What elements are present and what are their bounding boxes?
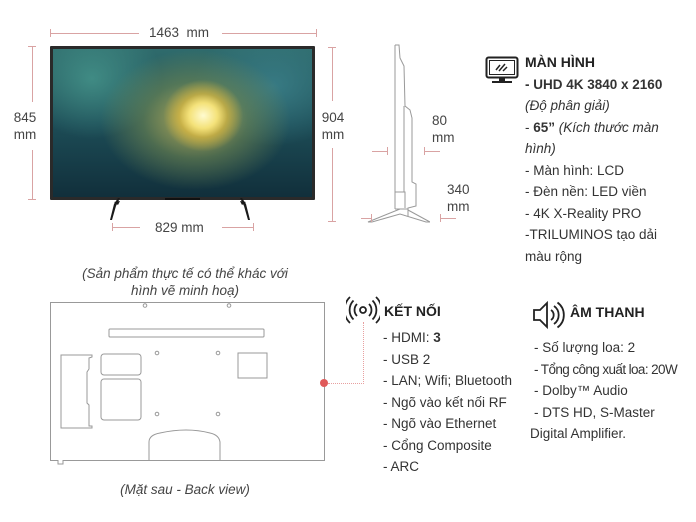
audio-item: - Tổng công xuất loa: 20W xyxy=(534,361,678,377)
connectivity-title: KẾT NỐI xyxy=(384,303,441,319)
monitor-icon xyxy=(485,56,519,83)
stand-dimension-line-left xyxy=(112,227,140,228)
width-label: 1463 mm xyxy=(149,25,210,40)
connectivity-hdmi: - HDMI: 3 xyxy=(383,327,543,349)
wireless-signal-icon xyxy=(346,296,380,324)
connectivity-item: - Ngõ vào kết nối RF xyxy=(383,394,507,410)
height-dimension-line-top xyxy=(32,46,33,102)
tv-stand-right-foot xyxy=(240,198,250,220)
speaker-icon xyxy=(533,300,565,330)
audio-list: - Số lượng loa: 2 - Tổng công xuất loa: … xyxy=(530,337,696,445)
tv-side-profile xyxy=(367,44,430,223)
depth-line-right xyxy=(424,151,440,152)
hdmi-count: 3 xyxy=(433,330,441,345)
height-dimension-line-bottom xyxy=(32,150,33,200)
height-value: 845 xyxy=(13,110,37,125)
back-view-caption: (Mặt sau - Back view) xyxy=(120,482,250,497)
stand-depth-line-right xyxy=(440,218,456,219)
width-dimension-line-left xyxy=(50,33,139,34)
depth-unit: mm xyxy=(432,130,455,145)
audio-item: Digital Amplifier. xyxy=(530,426,627,441)
audio-item: - DTS HD, S-Master xyxy=(534,404,655,420)
audio-title: ÂM THANH xyxy=(570,304,645,320)
depth-line-left xyxy=(372,151,387,152)
connectivity-item: - LAN; Wifi; Bluetooth xyxy=(383,373,513,388)
connectivity-item: - ARC xyxy=(383,459,420,474)
total-height-tick-bottom xyxy=(328,221,336,222)
stand-depth-value: 340 xyxy=(447,182,470,197)
display-size: - 65” (Kích thước màn xyxy=(525,117,696,139)
display-resolution-note: (Độ phân giải) xyxy=(525,98,610,113)
width-dimension-tick-left xyxy=(50,29,51,37)
stand-depth-label: 340 mm xyxy=(447,181,470,215)
height-unit: mm xyxy=(13,127,37,142)
display-item: -TRILUMINOS tạo dải xyxy=(525,227,658,242)
disclaimer-line-2: hình vẽ minh hoạ) xyxy=(130,283,240,298)
connectivity-list: - HDMI: 3 - USB 2 - LAN; Wifi; Bluetooth… xyxy=(383,327,543,478)
connectivity-item: - Ngõ vào Ethernet xyxy=(383,416,497,431)
connectivity-item: - USB 2 xyxy=(383,351,431,367)
stand-depth-unit: mm xyxy=(447,199,470,214)
display-item: màu rộng xyxy=(525,248,583,264)
disclaimer-caption: (Sản phẩm thực tế có thể khác với hình v… xyxy=(55,265,315,299)
total-height-label: 904 mm xyxy=(318,109,348,143)
display-item: - Đèn nền: LED viền xyxy=(525,184,647,199)
tv-logo-bar xyxy=(165,198,200,200)
depth-tick-left xyxy=(387,147,388,155)
display-spec-text: MÀN HÌNH - UHD 4K 3840 x 2160 (Độ phân g… xyxy=(525,52,696,267)
tv-screen-image xyxy=(53,49,312,197)
height-label: 845 mm xyxy=(10,109,40,143)
connector-line-vertical xyxy=(363,322,364,384)
depth-value: 80 xyxy=(432,113,448,128)
connector-dot xyxy=(320,379,328,387)
display-size-prefix: - xyxy=(525,119,534,135)
hdmi-label: - HDMI: xyxy=(383,330,434,345)
total-height-line-bottom xyxy=(332,148,333,221)
tv-stand-left-foot xyxy=(110,198,120,220)
display-resolution: - UHD 4K 3840 x 2160 xyxy=(525,76,663,92)
audio-item: - Số lượng loa: 2 xyxy=(534,340,636,355)
connectivity-spec-text: KẾT NỐI xyxy=(384,301,544,325)
width-dimension-tick-right xyxy=(316,29,317,37)
height-dimension-tick-top xyxy=(28,46,36,47)
display-item: - 4K X-Reality PRO xyxy=(525,205,642,221)
audio-item: - Dolby™ Audio xyxy=(534,383,628,398)
total-height-tick-top xyxy=(328,47,336,48)
stand-width-label: 829 mm xyxy=(155,220,204,235)
connector-line-horizontal xyxy=(328,383,364,384)
total-height-line-top xyxy=(332,47,333,101)
height-dimension-tick-bottom xyxy=(28,199,36,200)
stand-depth-line-left xyxy=(361,218,371,219)
display-size-value: 65” xyxy=(533,119,556,135)
connectivity-item: - Cổng Composite xyxy=(383,437,492,453)
display-item: - Màn hình: LCD xyxy=(525,162,625,178)
stand-depth-tick-left xyxy=(371,214,372,222)
display-title: MÀN HÌNH xyxy=(525,54,595,70)
width-dimension-line-right xyxy=(222,33,317,34)
disclaimer-line-1: (Sản phẩm thực tế có thể khác với xyxy=(82,266,288,281)
tv-back-panel-diagram xyxy=(50,302,325,465)
total-height-value: 904 xyxy=(321,110,345,125)
display-size-note: (Kích thước màn xyxy=(555,119,659,135)
stand-dimension-line-right xyxy=(222,227,254,228)
stand-dimension-tick-right xyxy=(253,223,254,231)
display-size-note-cont: hình) xyxy=(525,141,556,156)
total-height-unit: mm xyxy=(321,127,345,142)
depth-label: 80 mm xyxy=(432,112,455,146)
